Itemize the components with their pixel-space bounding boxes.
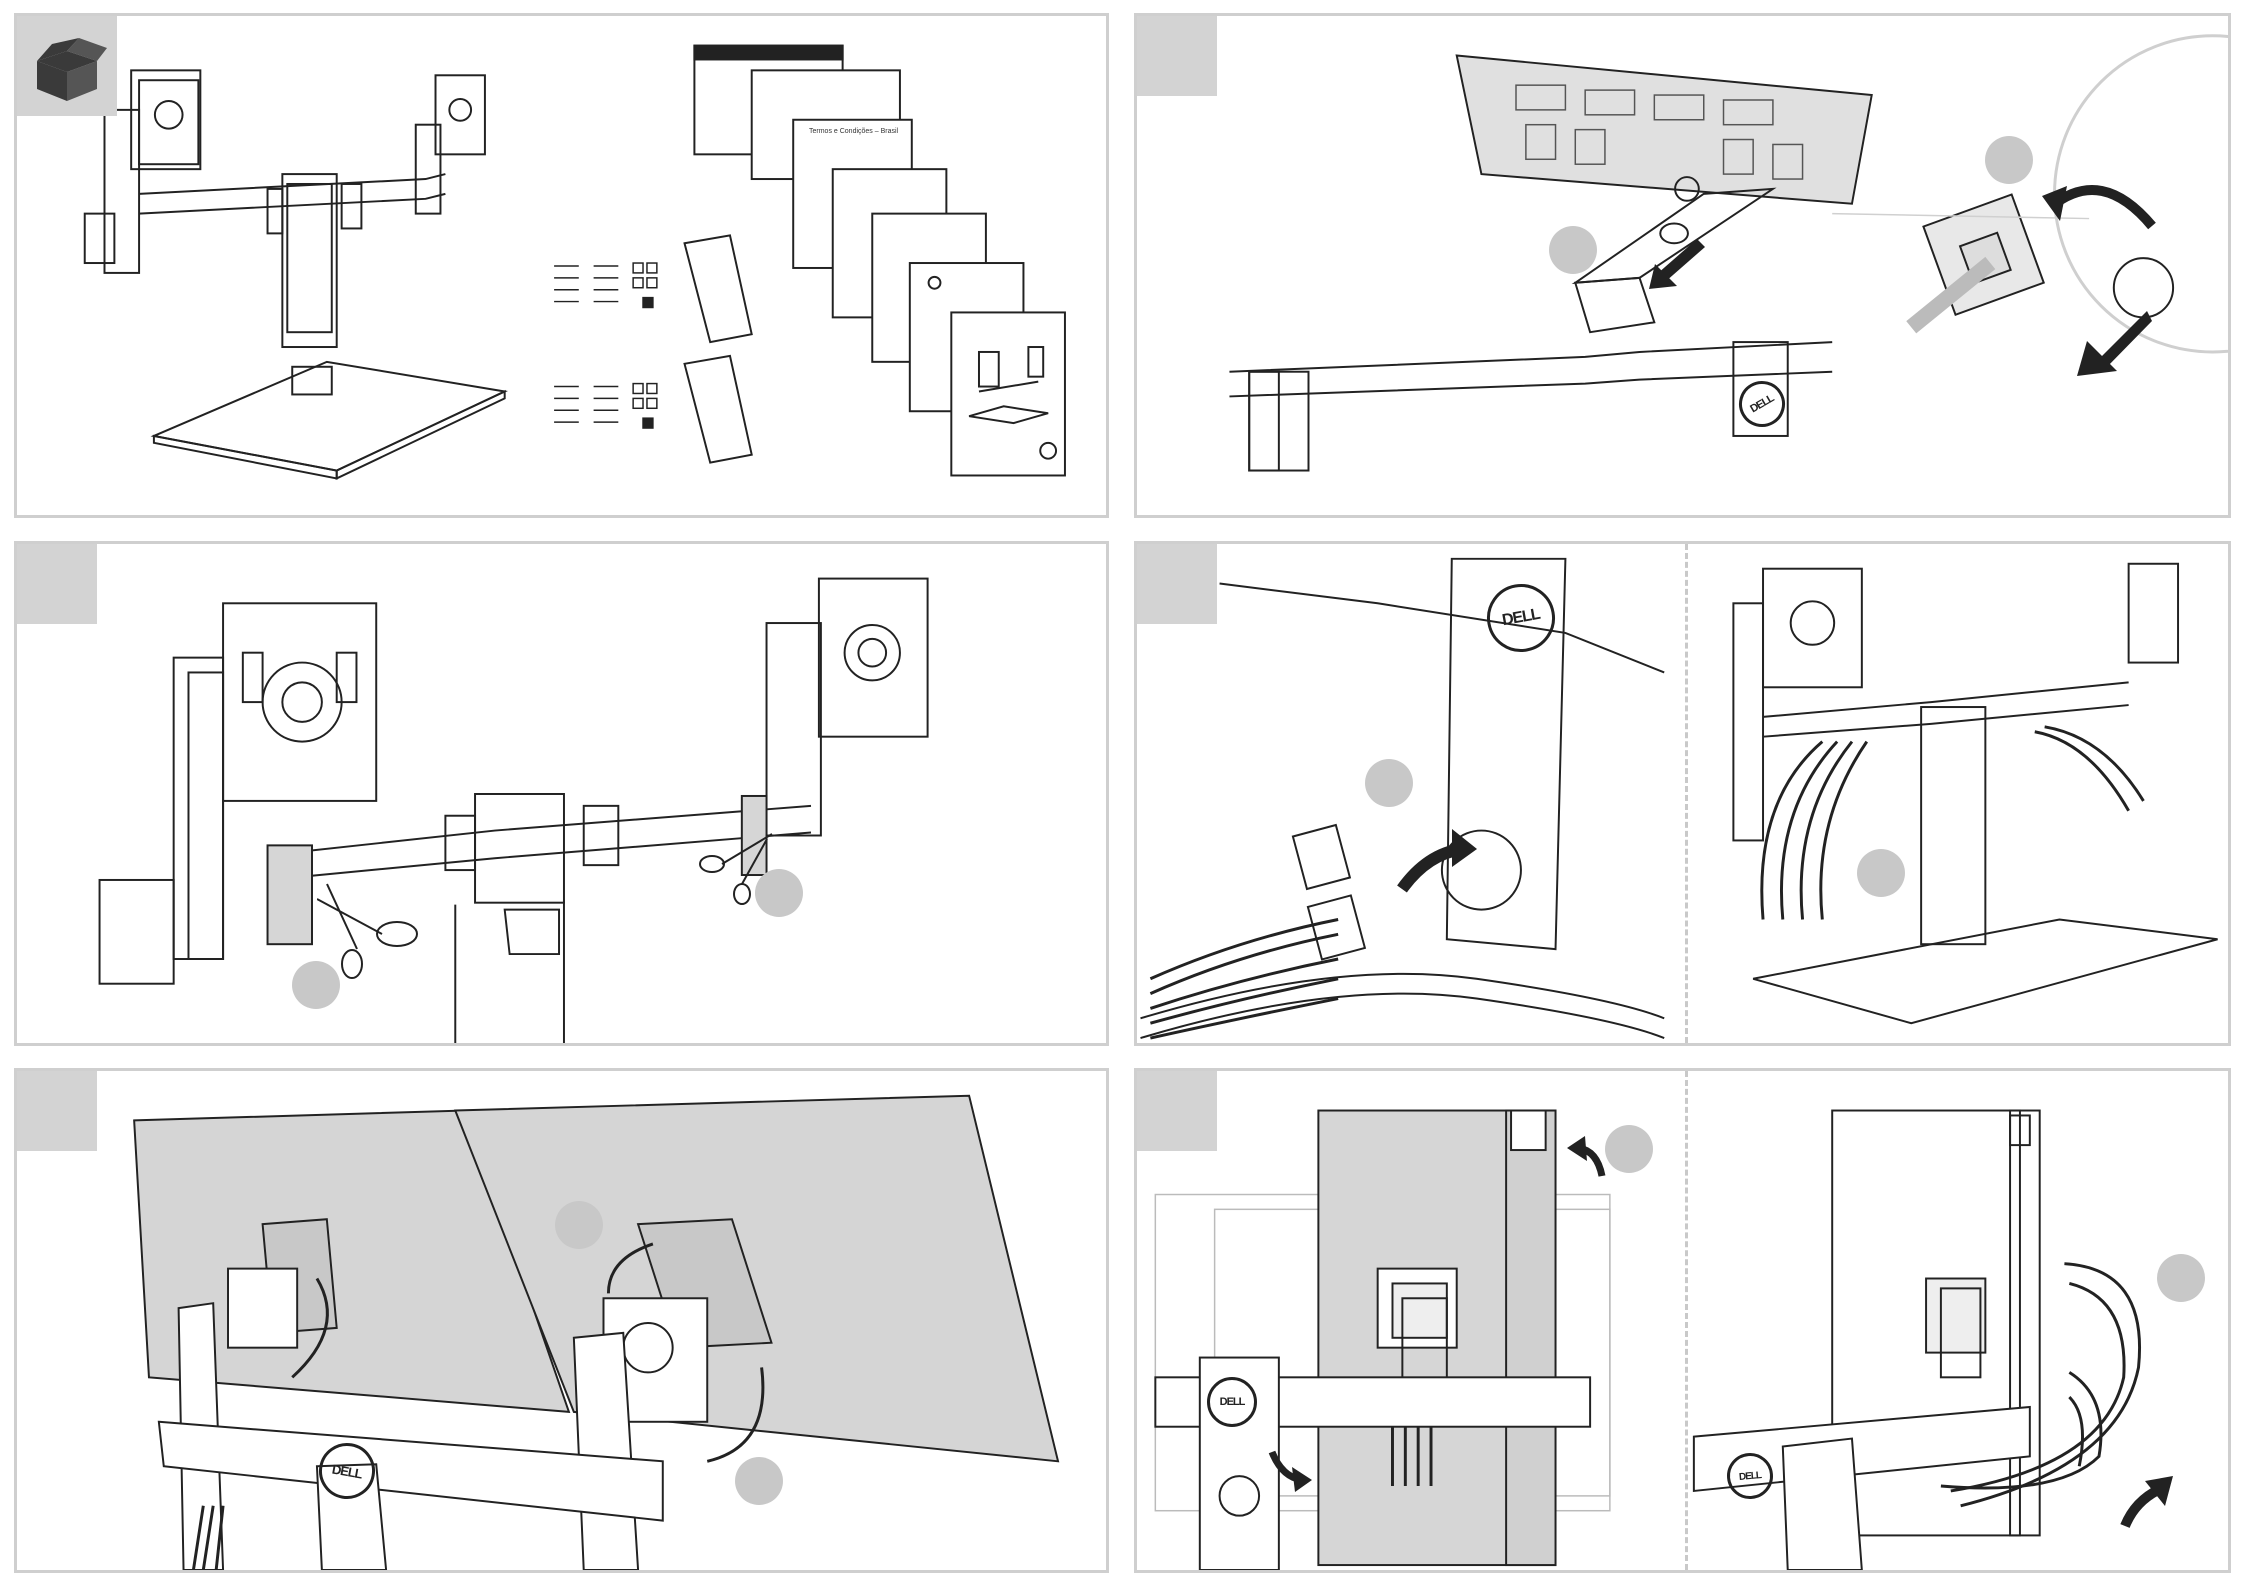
step-tab xyxy=(1137,1071,1217,1151)
kit-document-title: Termos e Condições – Brasil xyxy=(809,128,898,135)
vesa-plate-bottom xyxy=(685,356,752,463)
step-tab xyxy=(1137,16,1217,96)
step-callout-2 xyxy=(735,1457,783,1505)
route-cables-illustration xyxy=(1137,544,2228,1043)
step-callout-2 xyxy=(1985,136,2033,184)
screw-set-bottom xyxy=(554,384,657,428)
panel-cut-ties xyxy=(14,541,1109,1046)
arrow-icon xyxy=(1647,234,1707,294)
step-callout-2 xyxy=(755,869,803,917)
panel-attach-base: DELL xyxy=(1134,13,2231,518)
vesa-plate-top xyxy=(685,235,752,342)
document-stack xyxy=(694,46,1065,476)
connect-cables-illustration xyxy=(1137,1071,2228,1570)
arrow-icon xyxy=(1397,829,1477,899)
box-contents-tab xyxy=(17,16,117,116)
step-callout-2 xyxy=(1857,849,1905,897)
step-callout-1 xyxy=(292,961,340,1009)
dell-logo-icon: DELL xyxy=(1207,1377,1257,1427)
push-arrow-icon xyxy=(2072,301,2152,381)
panel-connect-cables: DELL DELL xyxy=(1134,1068,2231,1573)
step-callout-1 xyxy=(1549,226,1597,274)
scissors-icon xyxy=(317,879,427,979)
base-plate-flipped xyxy=(1457,56,1872,204)
vesa-plate-right xyxy=(819,579,928,737)
arm-with-riser xyxy=(1575,278,1654,332)
box-icon xyxy=(17,16,117,116)
panel-divider xyxy=(1685,544,1688,1043)
arrow-icon xyxy=(1267,1447,1312,1492)
cut-ties-illustration xyxy=(17,544,1106,1043)
rotate-arrow-icon xyxy=(2042,166,2162,286)
mount-monitors-illustration xyxy=(17,1071,1106,1570)
step-callout-1 xyxy=(1605,1125,1653,1173)
panel-divider xyxy=(1685,1071,1688,1570)
box-contents-illustration xyxy=(17,16,1106,515)
step-tab xyxy=(17,1071,97,1151)
panel-box-contents: Termos e Condições – Brasil xyxy=(14,13,1109,518)
step-callout-1 xyxy=(555,1201,603,1249)
step-tab xyxy=(1137,544,1217,624)
step-tab xyxy=(17,544,97,624)
screw-set-top xyxy=(554,263,657,307)
base-plate-drawing xyxy=(154,362,505,479)
step-callout-2 xyxy=(2157,1254,2205,1302)
step-callout-1 xyxy=(1365,759,1413,807)
arrow-icon xyxy=(2115,1471,2175,1531)
dual-arm-drawing xyxy=(85,70,485,347)
panel-mount-monitors: DELL xyxy=(14,1068,1109,1573)
panel-route-cables: DELL xyxy=(1134,541,2231,1046)
